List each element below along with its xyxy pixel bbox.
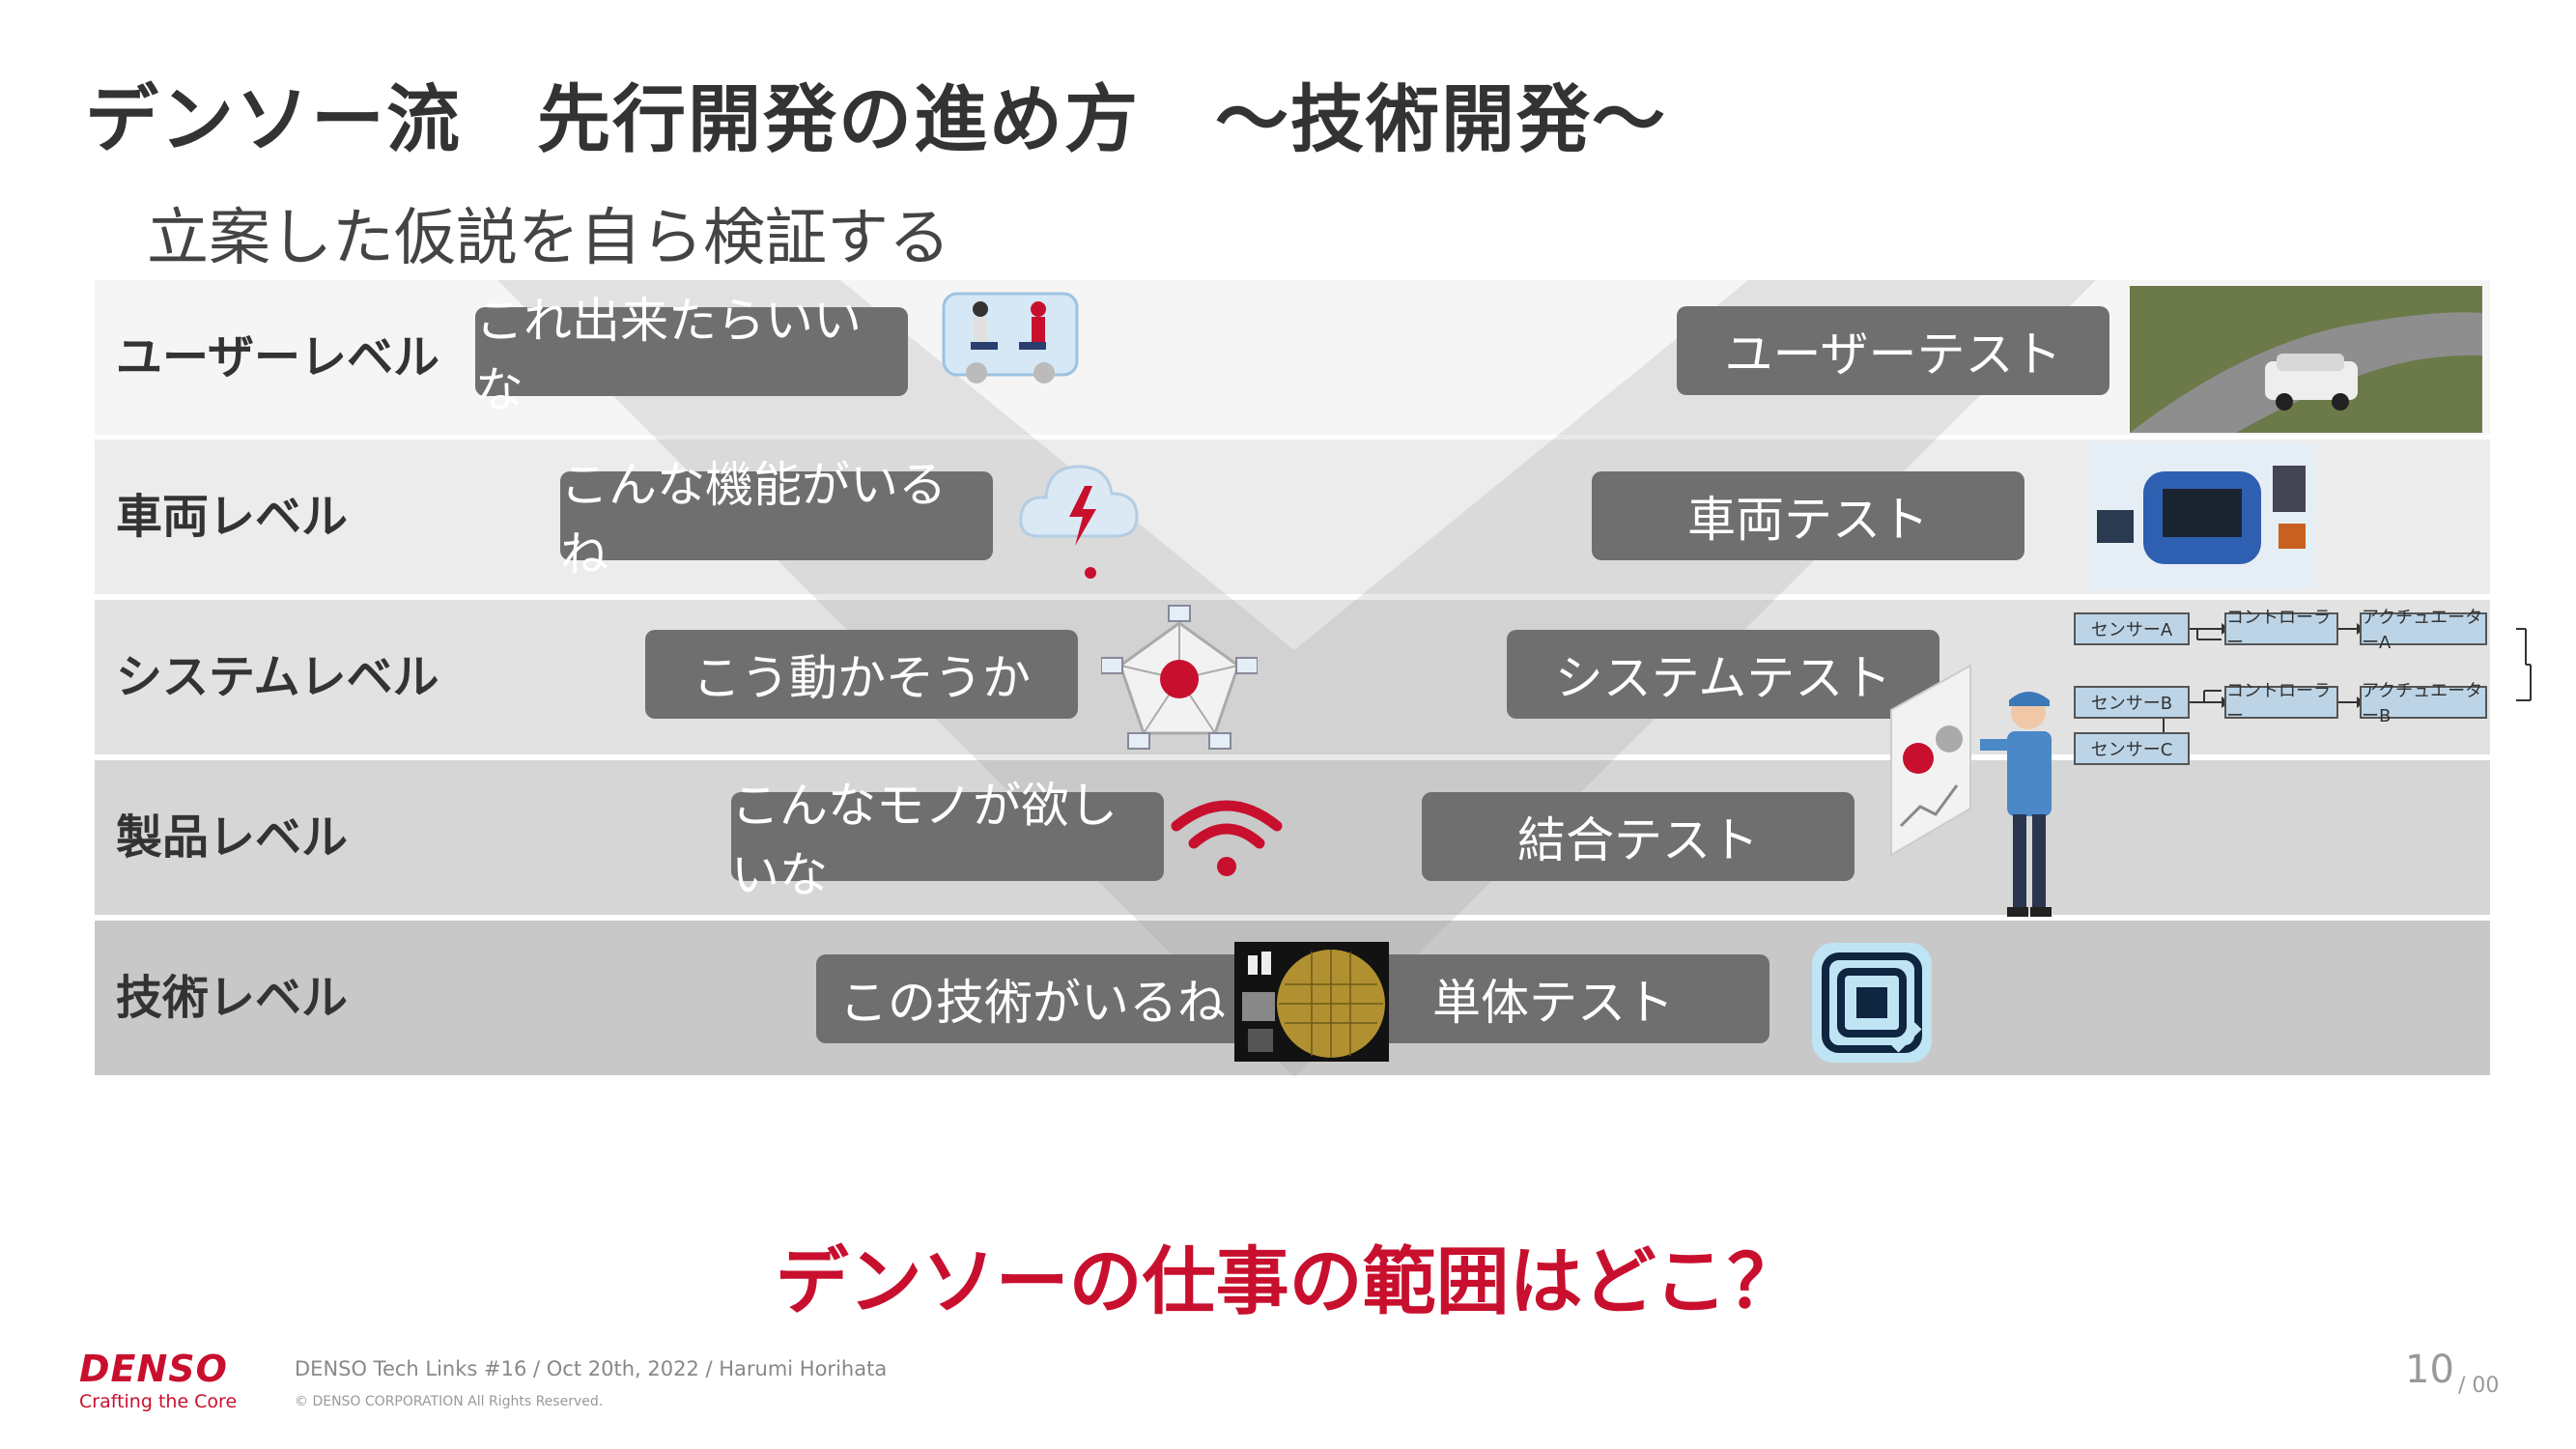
label-user-level: ユーザーレベル — [116, 330, 440, 384]
band-product-level — [95, 760, 2490, 915]
requirement-technology: この技術がいるね — [816, 954, 1249, 1043]
requirement-user: これ出来たらいいな — [475, 293, 908, 418]
cloud-alert-icon — [1019, 465, 1139, 579]
copyright: © DENSO CORPORATION All Rights Reserved. — [295, 1394, 604, 1409]
engineer-with-dashboard-illustration — [1890, 664, 2052, 917]
denso-logo: DENSO — [79, 1348, 228, 1390]
wifi-icon — [1171, 800, 1283, 876]
rfid-chip-icon — [1812, 943, 1932, 1063]
flow-controller-1: コントローラー — [2224, 608, 2338, 653]
test-integration: 結合テスト — [1422, 792, 1854, 881]
label-product-level: 製品レベル — [116, 810, 349, 865]
test-user: ユーザーテスト — [1677, 306, 2109, 395]
test-system: システムテスト — [1507, 630, 1939, 719]
denso-tagline: Crafting the Core — [79, 1391, 238, 1412]
vehicle-testing-photo — [2089, 442, 2316, 589]
slide-title: デンソー流 先行開発の進め方 ～技術開発～ — [85, 76, 1667, 162]
page-number: 10 — [2405, 1348, 2454, 1392]
event-info: DENSO Tech Links #16 / Oct 20th, 2022 / … — [295, 1357, 888, 1380]
flow-sensor-b: センサーB — [2074, 686, 2190, 719]
slide-subtitle: 立案した仮説を自ら検証する — [147, 203, 950, 274]
flow-sensor-c: センサーC — [2074, 732, 2190, 765]
semiconductor-wafer-image — [1234, 942, 1389, 1062]
car-on-road-photo — [2130, 286, 2482, 433]
system-network-icon — [1101, 605, 1258, 750]
label-vehicle-level: 車両レベル — [116, 490, 349, 544]
people-meeting-icon — [942, 292, 1079, 384]
flow-actuator-b: アクチュエーターB — [2360, 681, 2487, 726]
test-vehicle: 車両テスト — [1592, 471, 2024, 560]
label-technology-level: 技術レベル — [116, 971, 349, 1025]
label-system-level: システムレベル — [116, 650, 439, 704]
flow-controller-2: コントローラー — [2224, 681, 2338, 726]
test-unit: 単体テスト — [1337, 954, 1769, 1043]
key-question: デンソーの仕事の範囲はどこ？ — [775, 1238, 1801, 1324]
page-total: / 00 — [2458, 1374, 2500, 1398]
flow-sensor-a: センサーA — [2074, 612, 2190, 645]
flow-actuator-a: アクチュエーターA — [2360, 608, 2487, 653]
requirement-system: こう動かそうか — [645, 630, 1078, 719]
